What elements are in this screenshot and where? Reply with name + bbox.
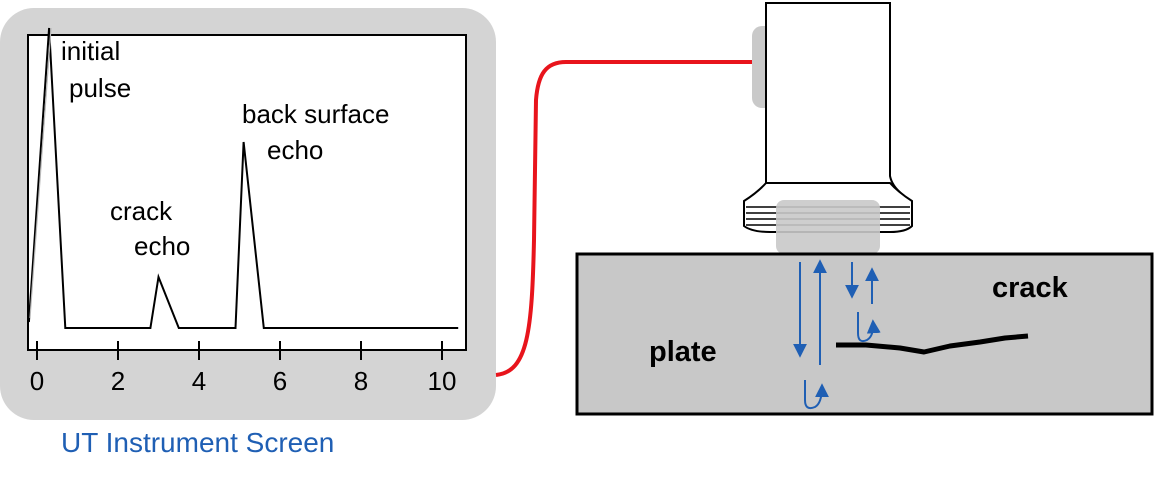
transducer-cable [495,60,752,377]
plate-specimen: plate crack [575,252,1154,416]
x-tick-label: 0 [30,366,44,396]
x-axis-ticks: 0 2 4 6 8 10 [30,341,457,396]
x-tick-label: 2 [111,366,125,396]
crack-echo-label-line1: crack [110,196,173,226]
crack-echo-label-line2: echo [134,231,190,261]
back-wall-reflection-arrow [804,380,829,410]
screen-caption: UT Instrument Screen [61,427,334,458]
initial-pulse-rise [29,27,52,319]
back-echo-label-line2: echo [267,135,323,165]
back-echo-label-line1: back surface [242,99,389,129]
crack-label: crack [992,272,1069,304]
x-tick-label: 10 [428,366,457,396]
x-tick-label: 8 [354,366,368,396]
screen-display [27,34,467,351]
initial-pulse-label-line1: initial [61,36,120,66]
initial-pulse-label-line2: pulse [69,73,131,103]
plate-label: plate [649,336,717,368]
crack-reflection-arrow [857,312,881,343]
plate [575,252,1154,416]
a-scan-waveform [27,27,459,329]
x-tick-label: 6 [273,366,287,396]
x-tick-label: 4 [192,366,206,396]
crack-line [836,333,1029,355]
transducer [743,2,913,254]
transducer-face [776,200,880,254]
ut-instrument-screen: 0 2 4 6 8 10 initial pulse crack echo back su… [0,8,496,458]
transducer-body [765,2,905,195]
